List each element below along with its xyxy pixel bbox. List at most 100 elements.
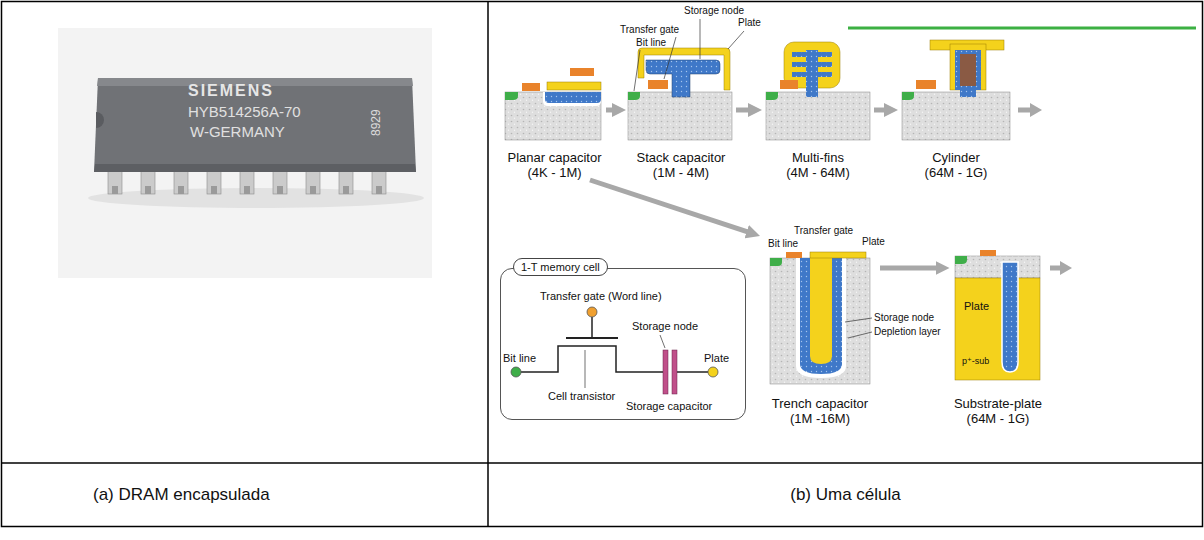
circuit-label: Transfer gate (Word line) — [540, 290, 662, 303]
stage-text-holder: Trench capacitor(1M -16M) — [760, 396, 880, 426]
illustration-part — [244, 186, 250, 194]
illustration-part — [96, 112, 104, 128]
panel-text-holder: 1-T memory cell — [513, 258, 608, 276]
illustration-part — [211, 186, 217, 194]
illustration-part — [547, 82, 601, 90]
label-anchor: HYB514256A-70 — [188, 103, 301, 120]
label-anchor: Plate — [704, 352, 729, 365]
illustration-part — [339, 170, 353, 194]
illustration-part — [700, 19, 701, 59]
substrate-plate-figure — [955, 250, 1040, 380]
label-anchor: Plate — [738, 17, 761, 29]
illustration-part — [980, 250, 996, 256]
part-label: Plate — [964, 300, 989, 313]
illustration-part — [545, 92, 601, 103]
part-label: Plate — [862, 236, 885, 248]
illustration-part — [521, 346, 664, 372]
illustration-part — [376, 186, 382, 194]
label-anchor: Storage node — [632, 320, 698, 333]
illustration-part — [786, 252, 802, 258]
illustration-part — [505, 92, 601, 140]
stage-text-holder: Planar capacitor(4K - 1M) — [503, 150, 606, 180]
part-label: Bit line — [636, 37, 666, 49]
illustration-part — [585, 350, 586, 388]
stage-caption: Planar capacitor — [508, 150, 602, 165]
stage-caption: Multi-fins — [792, 150, 844, 165]
illustration-part — [2, 462, 1203, 464]
cell-stage-panel: Trench capacitor(1M -16M) — [760, 226, 880, 426]
flow-arrow — [590, 180, 751, 233]
illustration-part — [708, 367, 718, 377]
chip-marking: SIEMENS — [188, 82, 274, 100]
illustration-part — [648, 80, 668, 89]
continuation-arrows — [1018, 103, 1072, 275]
illustration-part — [587, 307, 597, 317]
illustration-part — [112, 186, 118, 194]
stage-caption: (1M - 4M) — [653, 165, 709, 180]
cell-stage-panel: Cylinder(64M - 1G) — [898, 36, 1014, 180]
illustration-part — [792, 62, 832, 67]
illustration-part — [178, 186, 184, 194]
label-anchor: W-GERMANY — [190, 123, 285, 140]
illustration-part — [660, 335, 665, 348]
illustration-part — [848, 332, 872, 338]
part-label: Storage node — [684, 5, 744, 17]
illustration-part — [310, 186, 316, 194]
stage-caption: Trench capacitor — [772, 396, 868, 411]
caption-cell: (b) Uma célula — [488, 463, 1203, 527]
label-anchor: Storage node — [684, 5, 744, 17]
stage-caption: Stack capacitor — [637, 150, 726, 165]
illustration-part — [543, 92, 601, 106]
illustration-part — [728, 31, 744, 49]
illustration-part — [634, 50, 640, 91]
illustration-part — [1060, 261, 1072, 275]
cell-stage-panel: Substrate-plate(64M - 1G) — [950, 226, 1047, 426]
illustration-part — [628, 92, 732, 140]
illustration-part — [810, 256, 832, 364]
stage-caption: Cylinder — [932, 150, 980, 165]
illustration-part — [950, 44, 986, 90]
flow-arrow — [874, 108, 889, 113]
illustration-part — [522, 83, 540, 91]
illustration-part — [1018, 108, 1030, 113]
illustration-part — [505, 92, 518, 100]
cell-text-holder: (a) DRAM encapsulada — [1, 463, 488, 527]
flow-arrow — [736, 108, 753, 113]
connector-group — [590, 110, 941, 268]
illustration-part — [566, 337, 618, 339]
illustration-part — [108, 170, 386, 194]
illustration-part — [1002, 262, 1018, 372]
illustration-part — [766, 92, 778, 100]
illustration-part — [372, 170, 386, 194]
cell-stage-panel: Multi-fins(4M - 64M) — [762, 36, 874, 180]
circuit-label: Storage capacitor — [626, 400, 712, 413]
part-label: Plate — [738, 17, 761, 29]
stage-caption: (1M -16M) — [790, 411, 850, 426]
flow-arrow — [606, 108, 617, 113]
stage-caption: Substrate-plate — [954, 396, 1042, 411]
illustration-part — [58, 28, 432, 278]
cylinder-capacitor-figure — [902, 40, 1010, 140]
stack-capacitor-figure — [628, 19, 744, 140]
illustration-part — [960, 54, 976, 86]
illustration-part — [108, 170, 122, 194]
illustration-part — [672, 350, 677, 394]
label-anchor: Transfer gate — [794, 225, 853, 237]
illustration-part — [591, 317, 593, 338]
illustration-part — [487, 2, 489, 527]
label-anchor: 8929 — [370, 136, 397, 150]
illustration-part — [916, 80, 936, 89]
stage-caption: (4K - 1M) — [527, 165, 581, 180]
illustration-part — [511, 367, 521, 377]
cell-circuit — [511, 307, 718, 394]
header-rule — [848, 27, 1196, 30]
circuit-label: Storage node — [632, 320, 698, 333]
illustration-part — [845, 318, 872, 322]
circuit-label: Bit line — [503, 352, 536, 365]
illustration-part — [240, 170, 254, 194]
illustration-part — [306, 170, 320, 194]
chip-marking: HYB514256A-70 — [188, 103, 301, 120]
cell-stage-panel: Planar capacitor(4K - 1M) — [503, 50, 606, 180]
illustration-part — [792, 52, 832, 57]
figure-caption: (b) Uma célula — [790, 485, 901, 505]
